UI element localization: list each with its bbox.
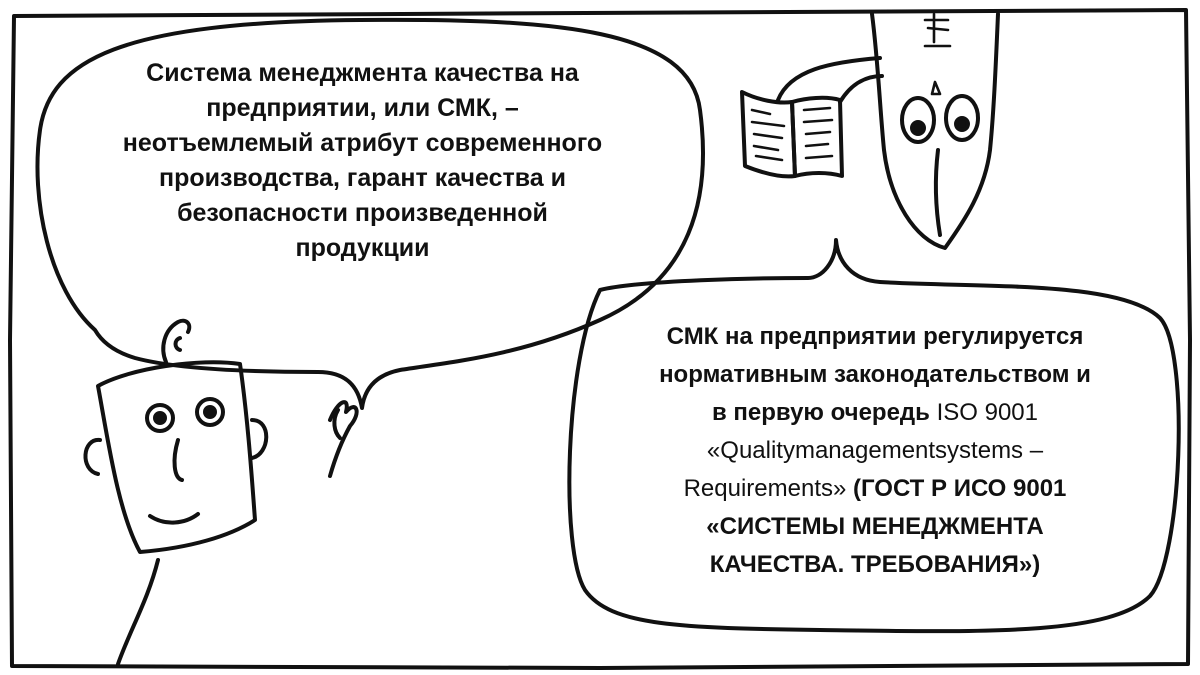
pen-character xyxy=(870,12,1000,250)
speech-text-left-line: производства, гарант качества и xyxy=(158,164,566,192)
book-icon xyxy=(740,56,884,179)
speech-text-right-bold: в первую очередь xyxy=(711,399,937,426)
speech-text-right-line: Requirements» (ГОСТ Р ИСО 9001 xyxy=(575,470,1175,508)
speech-bubble-left xyxy=(35,17,705,410)
speech-text-right-line: «СИСТЕМЫ МЕНЕДЖМЕНТА xyxy=(706,513,1044,540)
speech-text-right-light: ISO 9001 xyxy=(936,399,1038,426)
speech-text-right-light: Requirements» xyxy=(683,475,853,502)
speech-text-right: СМК на предприятии регулируется норматив… xyxy=(575,318,1175,584)
speech-text-left-line: безопасности произведенной xyxy=(177,199,548,227)
speech-text-left-line: продукции xyxy=(295,234,430,262)
person-character xyxy=(83,318,359,666)
speech-text-right-line: КАЧЕСТВА. ТРЕБОВАНИЯ») xyxy=(709,551,1041,578)
speech-text-right-line: нормативным законодательством и xyxy=(659,361,1091,388)
speech-text-right-line: в первую очередь ISO 9001 xyxy=(575,394,1175,432)
speech-bubble-right xyxy=(567,238,1181,634)
speech-text-left-line: неотъемлемый атрибут современного xyxy=(122,129,603,157)
speech-text-left: Система менеджмента качества на предприя… xyxy=(55,56,670,266)
panel-border xyxy=(8,8,1192,670)
speech-text-left-line: предприятии, или СМК, – xyxy=(206,94,519,122)
speech-text-right-line: СМК на предприятии регулируется xyxy=(666,323,1084,350)
speech-text-right-line: «Qualitymanagementsystems – xyxy=(706,437,1044,464)
speech-text-left-line: Система менеджмента качества на xyxy=(146,59,579,87)
speech-text-right-bold: (ГОСТ Р ИСО 9001 xyxy=(853,475,1067,502)
